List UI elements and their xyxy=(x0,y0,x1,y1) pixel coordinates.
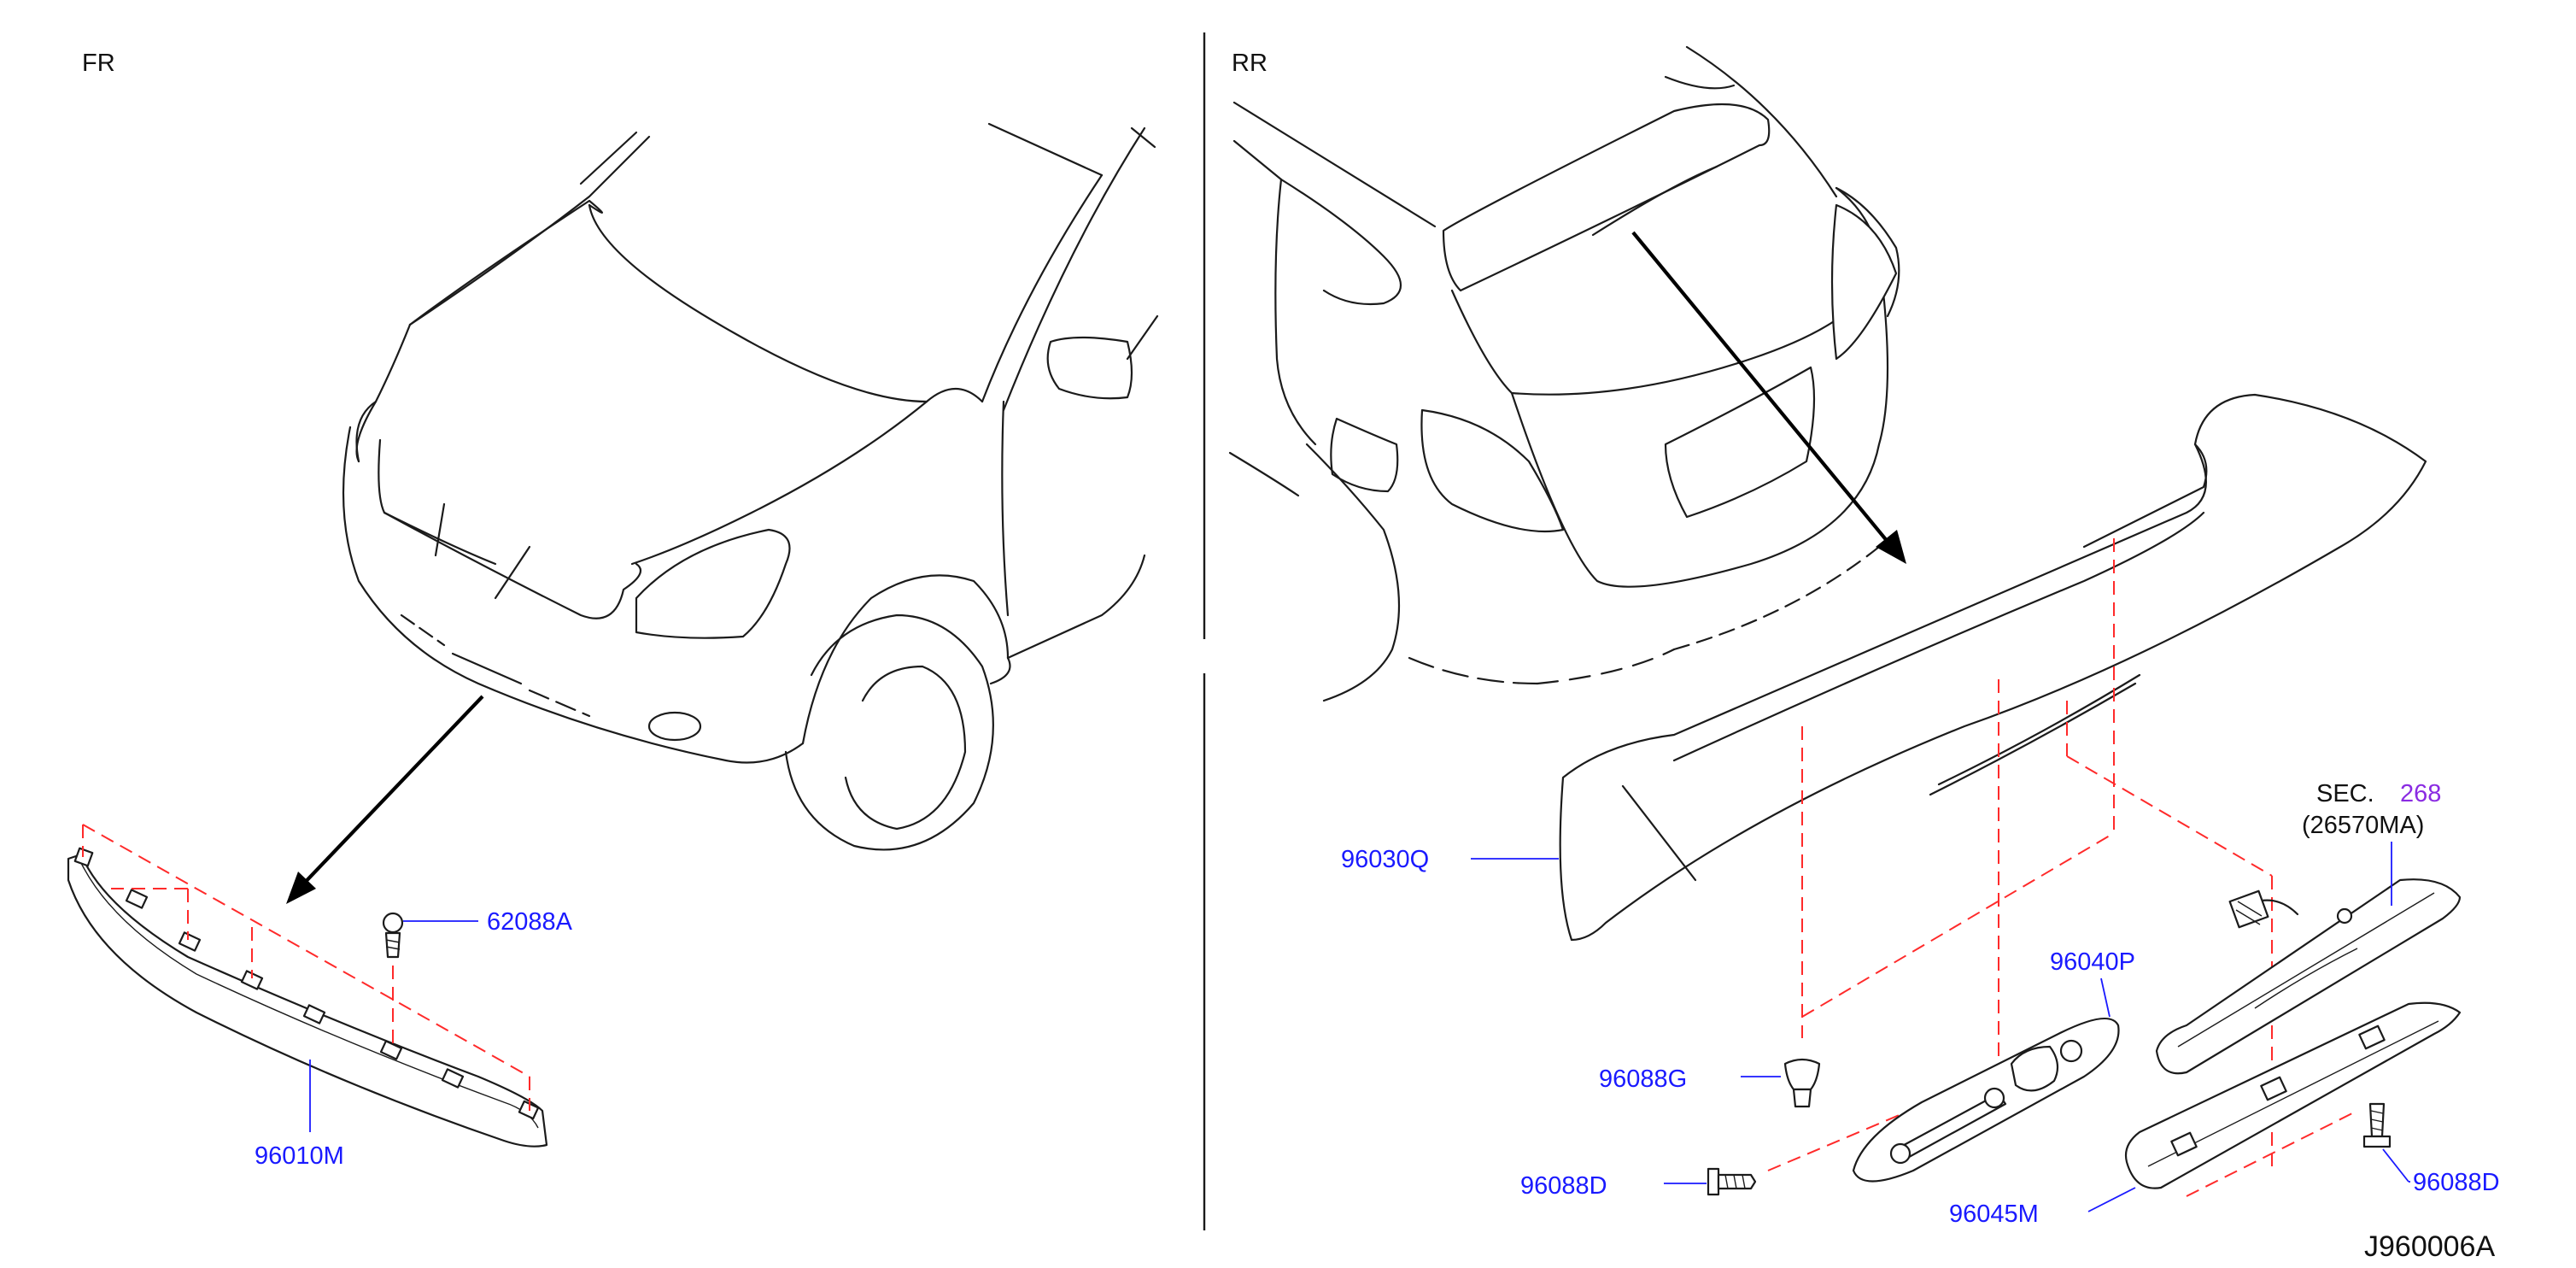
front-assembly-guides xyxy=(82,824,530,1111)
finisher-96040P xyxy=(1852,1017,2120,1183)
high-mount-stop-lamp xyxy=(2155,878,2462,1075)
part-label-96040P: 96040P xyxy=(2050,948,2135,976)
leader-96040P xyxy=(2100,977,2111,1018)
diagram-id: J960006A xyxy=(2364,1230,2495,1263)
clip-96088G xyxy=(1783,1058,1821,1108)
screw-96088D-left xyxy=(1707,1167,1757,1196)
rear-vehicle-illustration xyxy=(1228,45,1900,702)
rear-garnish-96030Q xyxy=(1559,393,2427,942)
divider-gap xyxy=(1196,639,1213,673)
screw-62088A xyxy=(382,912,404,959)
part-label-96088G: 96088G xyxy=(1599,1065,1687,1093)
section-link-268[interactable]: 268 xyxy=(2400,780,2441,807)
leader-96045M xyxy=(2087,1187,2136,1212)
screw-96088D-right xyxy=(2362,1102,2392,1148)
part-label-96045M: 96045M xyxy=(1949,1200,2039,1228)
section-prefix: SEC. xyxy=(2316,780,2374,807)
front-vehicle-illustration xyxy=(342,122,1159,851)
section-subref: (26570MA) xyxy=(2302,812,2424,839)
part-label-96088D-right: 96088D xyxy=(2413,1169,2500,1196)
leader-96088D-right xyxy=(2382,1148,2409,1183)
front-panel-label: FR xyxy=(82,50,115,77)
front-pointer-arrow xyxy=(286,695,484,904)
part-label-96088D-left: 96088D xyxy=(1520,1172,1607,1200)
lamp-bracket-96045M xyxy=(2124,1001,2462,1189)
part-label-62088A: 62088A xyxy=(487,908,573,936)
front-moulding-96010M xyxy=(67,847,548,1148)
part-label-96010M: 96010M xyxy=(255,1142,344,1170)
part-label-96030Q: 96030Q xyxy=(1341,846,1429,873)
rear-pointer-arrow xyxy=(1631,231,1906,564)
rear-panel-label: RR xyxy=(1232,50,1268,77)
